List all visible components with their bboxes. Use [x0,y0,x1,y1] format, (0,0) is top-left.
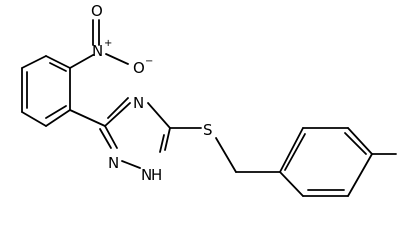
nitro-o-charge: − [145,56,153,67]
thioether-linkage: S [169,121,281,173]
nitro-oxygen-2-label: O [91,2,103,20]
nitrophenyl-ring [21,55,71,127]
nitro-group: N + O − O [69,2,153,77]
triazole-n-left-label: N [108,154,119,172]
nitro-n-charge: + [104,38,112,49]
nitro-nitrogen-label: N [92,42,103,60]
triazole-h-label: H [151,166,162,184]
triazole-nh-n-label: N [141,166,152,184]
triazole-ring: N N H N [69,94,171,184]
sulfur-label: S [203,121,213,139]
triazole-n-top-label: N [133,94,144,112]
molecule-structure-diagram: N + O − O N N H N S [21,2,397,197]
methylphenyl-ring [279,127,397,197]
nitro-oxygen-label: O [133,59,145,77]
